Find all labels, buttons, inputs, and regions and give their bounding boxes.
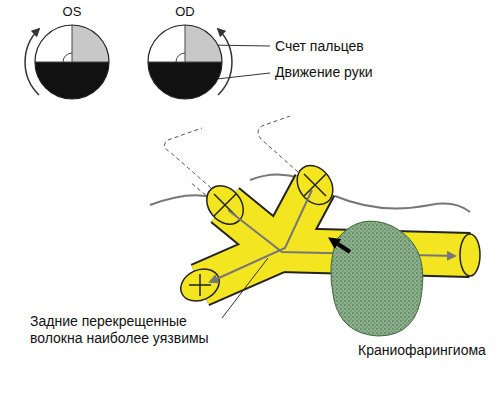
field-circle [147, 24, 223, 100]
eye-label: OS [34, 4, 110, 20]
visual-field: OS [34, 24, 110, 100]
annotation: Краниофарингиома [358, 342, 493, 359]
visual-field: OD [147, 24, 223, 100]
annotation: Задние перекрещенные волокна наиболее уя… [30, 313, 230, 347]
leader-line [222, 258, 268, 318]
field-circle [34, 24, 110, 100]
pressure-arrow [332, 240, 350, 252]
nerve-end [176, 159, 480, 307]
eye-label: OD [147, 4, 223, 20]
legend-note: Счет пальцев [275, 38, 415, 55]
legend-note: Движение руки [275, 64, 415, 81]
tumor [331, 221, 423, 336]
